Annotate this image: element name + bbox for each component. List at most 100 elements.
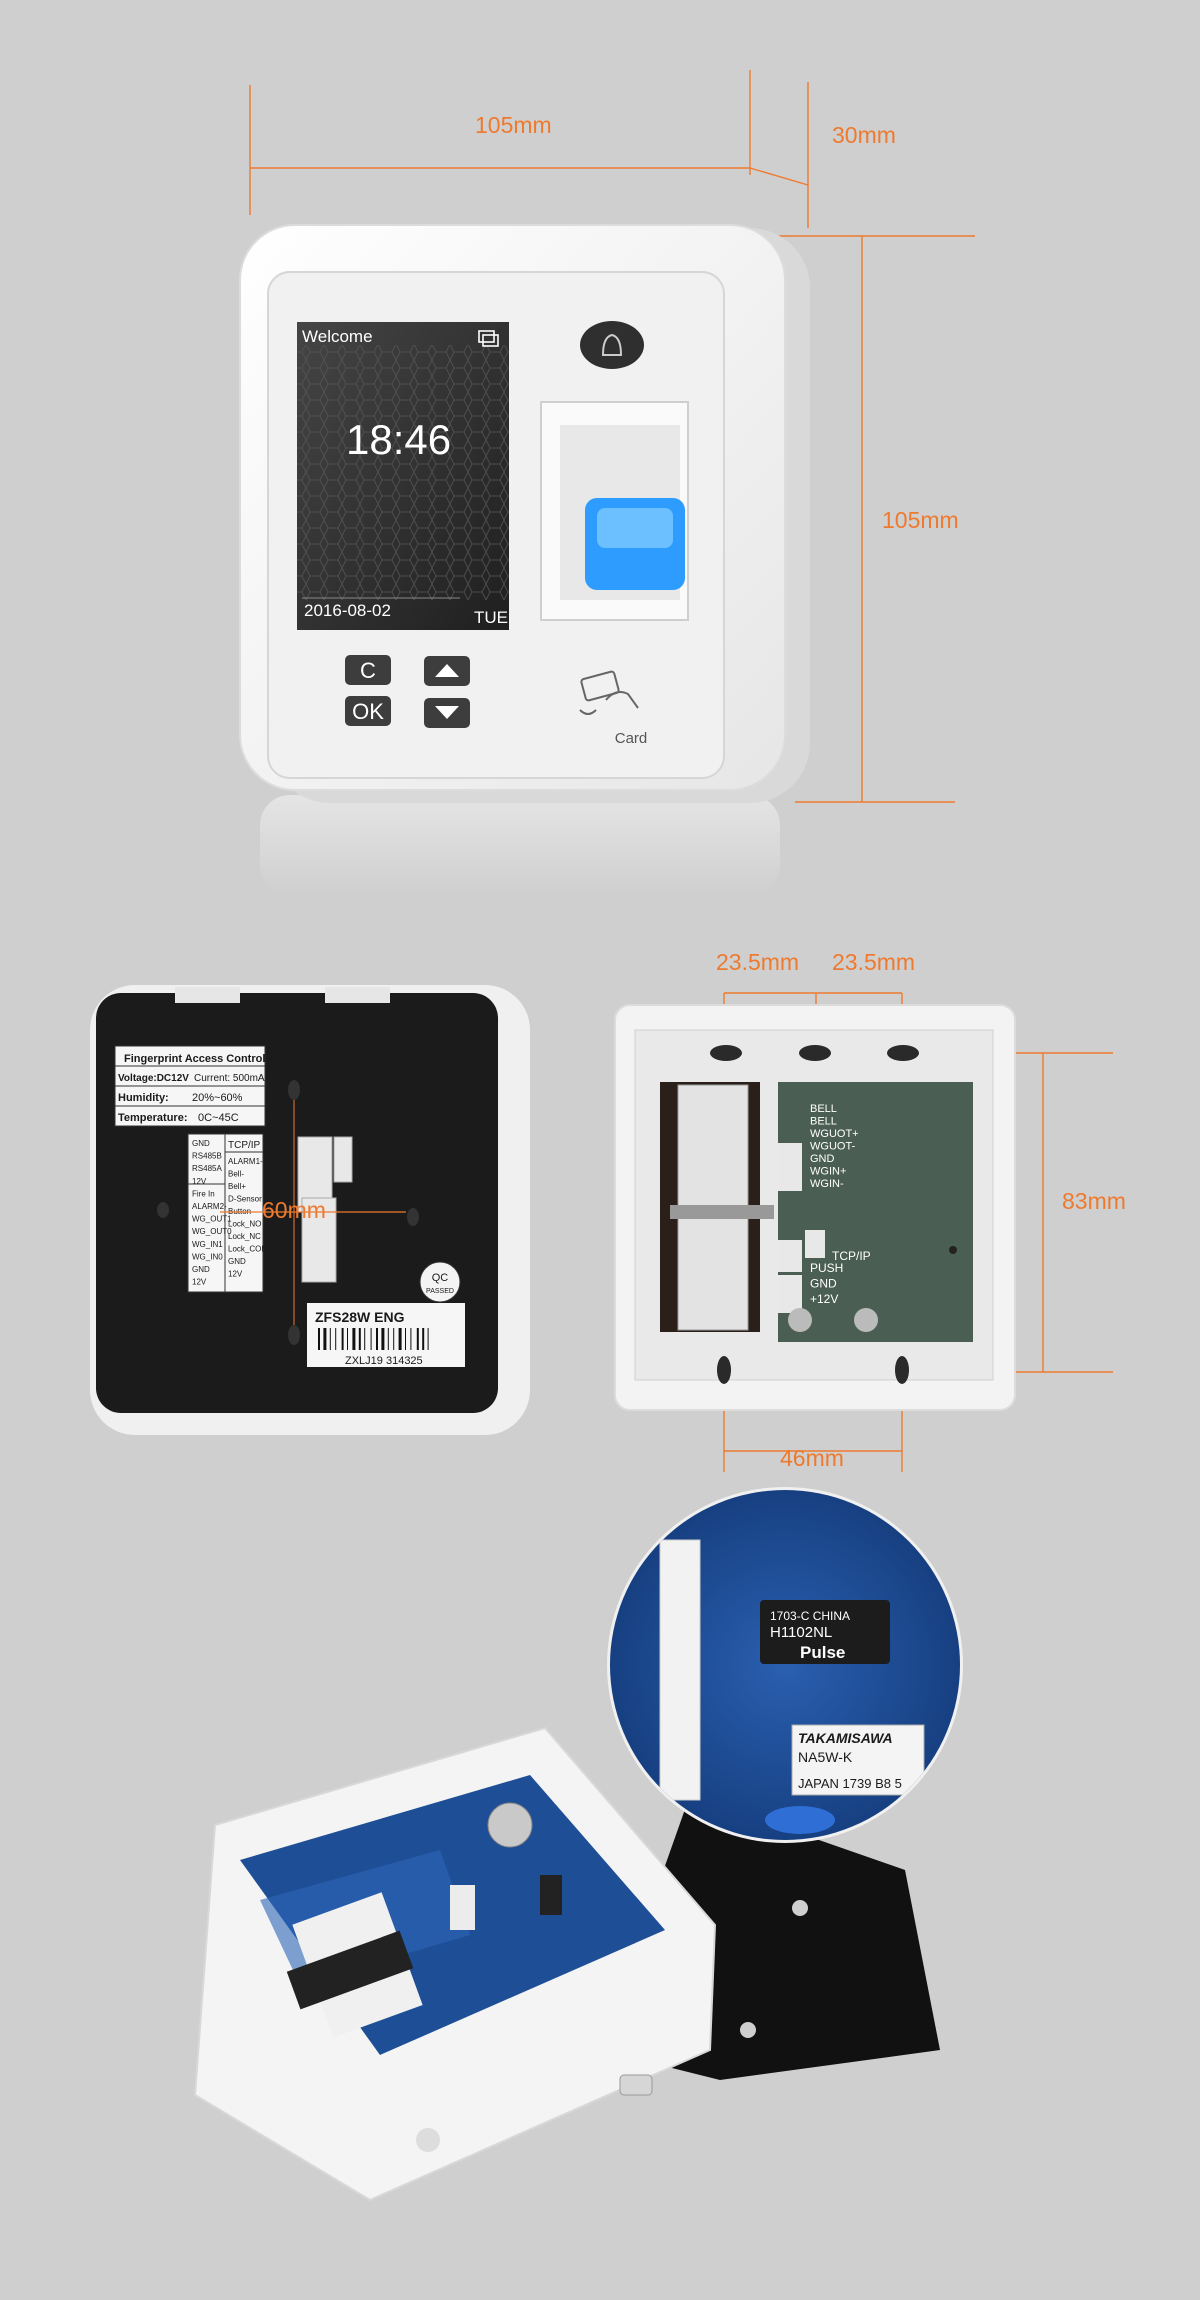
pin-label: WG_OUT0 bbox=[192, 1227, 232, 1236]
device-reflection bbox=[260, 795, 780, 895]
pin-label: Lock_NC bbox=[228, 1232, 261, 1241]
gap-right-dimension: 23.5mm bbox=[832, 949, 915, 975]
terminal-connector-2 bbox=[805, 1230, 825, 1258]
screen-date: 2016-08-02 bbox=[304, 601, 391, 620]
chip-part: H1102NL bbox=[770, 1624, 832, 1641]
open-dimension-lines bbox=[723, 992, 1113, 1472]
front-height-dimension: 105mm bbox=[882, 507, 959, 533]
pin-label: Bell+ bbox=[228, 1182, 246, 1191]
pin-label: Lock_COM bbox=[228, 1245, 268, 1254]
barcode-bar bbox=[329, 1328, 331, 1350]
barcode-bar bbox=[405, 1328, 406, 1350]
pin-title-tcp: TCP/IP bbox=[228, 1140, 261, 1151]
pin-label: WG_OUT1 bbox=[192, 1215, 232, 1224]
model-number: ZFS28W ENG bbox=[315, 1309, 405, 1325]
down-key[interactable] bbox=[424, 698, 470, 728]
ok-key[interactable]: OK bbox=[345, 696, 391, 726]
pin-label: RS485A bbox=[192, 1164, 222, 1173]
mount-hole-right bbox=[407, 1208, 419, 1226]
qc-passed-text: PASSED bbox=[426, 1288, 454, 1295]
barcode-bar bbox=[422, 1328, 425, 1350]
monitor-icon bbox=[478, 330, 499, 347]
spec-temperature-label: Temperature: bbox=[118, 1112, 187, 1124]
terminal-label: BELL bbox=[810, 1116, 837, 1128]
spec-title: Fingerprint Access Controller bbox=[124, 1053, 280, 1065]
pin-label: 12V bbox=[192, 1278, 207, 1287]
terminal-label: GND bbox=[810, 1153, 835, 1165]
terminal-connector-3 bbox=[778, 1240, 802, 1272]
chip-code: 1703-C CHINA bbox=[770, 1609, 850, 1623]
terminal-connector-1 bbox=[778, 1143, 802, 1191]
chip-brand: Pulse bbox=[800, 1643, 845, 1662]
barcode-bar bbox=[427, 1328, 429, 1350]
speaker-grille bbox=[416, 2128, 440, 2152]
screw-1 bbox=[788, 1308, 812, 1332]
pin-label: GND bbox=[192, 1265, 210, 1274]
gap-left-dimension: 23.5mm bbox=[716, 949, 799, 975]
terminal-label: BELL bbox=[810, 1103, 837, 1115]
qc-sticker bbox=[419, 1261, 461, 1303]
barcode-bar bbox=[358, 1328, 361, 1350]
terminal-connector-4 bbox=[778, 1275, 802, 1313]
back-connector-b bbox=[333, 1136, 353, 1183]
coin-battery bbox=[487, 1802, 533, 1848]
barcode-bar bbox=[381, 1328, 385, 1350]
barcode-bar bbox=[416, 1328, 419, 1350]
card-tap-icon bbox=[579, 670, 639, 715]
ok-key-label: OK bbox=[352, 699, 384, 724]
internal-capacitor bbox=[540, 1875, 562, 1915]
front-dimension-lines bbox=[249, 70, 975, 803]
barcode-bar bbox=[393, 1328, 395, 1350]
spec-humidity-value: 20%~60% bbox=[192, 1092, 243, 1104]
zoom-detail: 1703-C CHINA H1102NL Pulse TAKAMISAWA NA… bbox=[610, 1490, 960, 1840]
relay-origin: JAPAN 1739 B8 5 bbox=[798, 1776, 902, 1791]
pin-label: Fire In bbox=[192, 1189, 215, 1198]
open-slot-1 bbox=[710, 1045, 742, 1061]
spec-humidity-label: Humidity: bbox=[118, 1092, 169, 1104]
pin-label: Bell- bbox=[228, 1170, 244, 1179]
arrow-down-icon bbox=[435, 706, 459, 719]
mount-hole-top bbox=[288, 1080, 300, 1100]
mount-hole-left bbox=[157, 1202, 169, 1218]
plate-hole-2 bbox=[740, 2022, 756, 2038]
barcode-bar bbox=[398, 1328, 402, 1350]
pin-label: ALARM1- bbox=[228, 1157, 263, 1166]
up-key[interactable] bbox=[424, 656, 470, 686]
open-bottom-dimension: 46mm bbox=[780, 1445, 844, 1471]
pin-label: GND bbox=[228, 1257, 246, 1266]
internal-connector bbox=[450, 1885, 475, 1930]
doorbell-button[interactable] bbox=[580, 321, 644, 369]
open-slot-3 bbox=[887, 1045, 919, 1061]
barcode-bar bbox=[335, 1328, 337, 1350]
cable-bracket bbox=[286, 1930, 414, 2010]
screw-2 bbox=[854, 1308, 878, 1332]
relay-brand: TAKAMISAWA bbox=[798, 1730, 893, 1746]
internals-view: 1703-C CHINA H1102NL Pulse TAKAMISAWA NA… bbox=[193, 1487, 963, 2202]
back-clip-right bbox=[325, 987, 390, 1003]
barcode-bar bbox=[387, 1328, 389, 1350]
mount-hole-bottom bbox=[288, 1325, 300, 1345]
usb-port bbox=[619, 2074, 653, 2096]
spec-sticker: Fingerprint Access Controller Voltage:DC… bbox=[114, 1045, 280, 1127]
back-clip-left bbox=[175, 987, 240, 1003]
push-terminal-label: +12V bbox=[810, 1292, 838, 1306]
barcode-bar bbox=[410, 1328, 412, 1350]
spec-current: Current: 500mA bbox=[194, 1073, 265, 1084]
sensor-highlight bbox=[597, 508, 673, 548]
plate-hole-1 bbox=[792, 1900, 808, 1916]
model-sticker bbox=[307, 1303, 465, 1367]
c-key[interactable]: C bbox=[345, 655, 391, 685]
relay bbox=[791, 1724, 925, 1796]
c-key-label: C bbox=[360, 658, 376, 683]
barcode-bar bbox=[323, 1328, 327, 1350]
front-width-dimension: 105mm bbox=[475, 112, 552, 138]
push-terminal-label: PUSH bbox=[810, 1261, 843, 1275]
open-view: 23.5mm 23.5mm 83mm 46mm BELLBELLWGUOT+WG… bbox=[614, 949, 1126, 1472]
barcode-bar bbox=[347, 1328, 348, 1350]
pin-label: WG_IN0 bbox=[192, 1252, 223, 1261]
